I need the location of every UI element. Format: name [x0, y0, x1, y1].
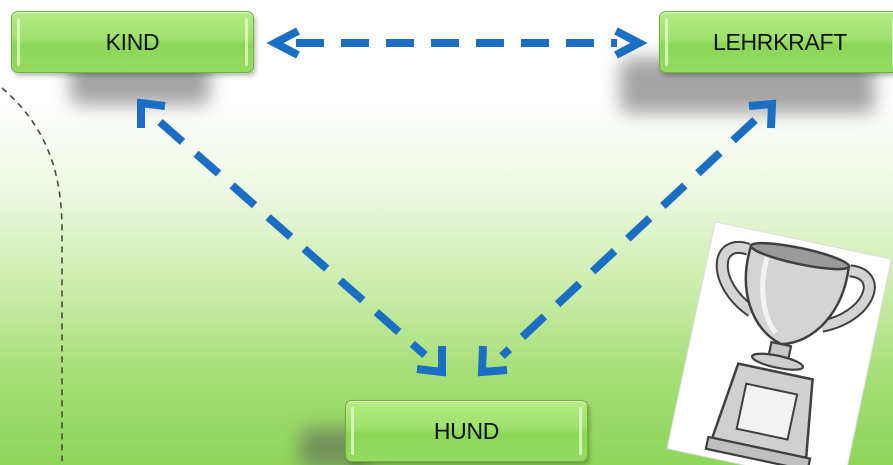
arrow-kind-hund — [137, 98, 446, 377]
node-lehrkraft: LEHRKRAFT — [659, 11, 893, 73]
node-hund-label: HUND — [433, 417, 500, 444]
node-kind-label: KIND — [105, 28, 160, 55]
node-lehrkraft-label: LEHRKRAFT — [712, 28, 848, 55]
node-hund: HUND — [345, 400, 588, 462]
arrow-kind-lehrkraft — [266, 27, 648, 59]
node-kind: KIND — [11, 11, 254, 73]
arrow-lehrkraft-hund — [477, 99, 777, 377]
